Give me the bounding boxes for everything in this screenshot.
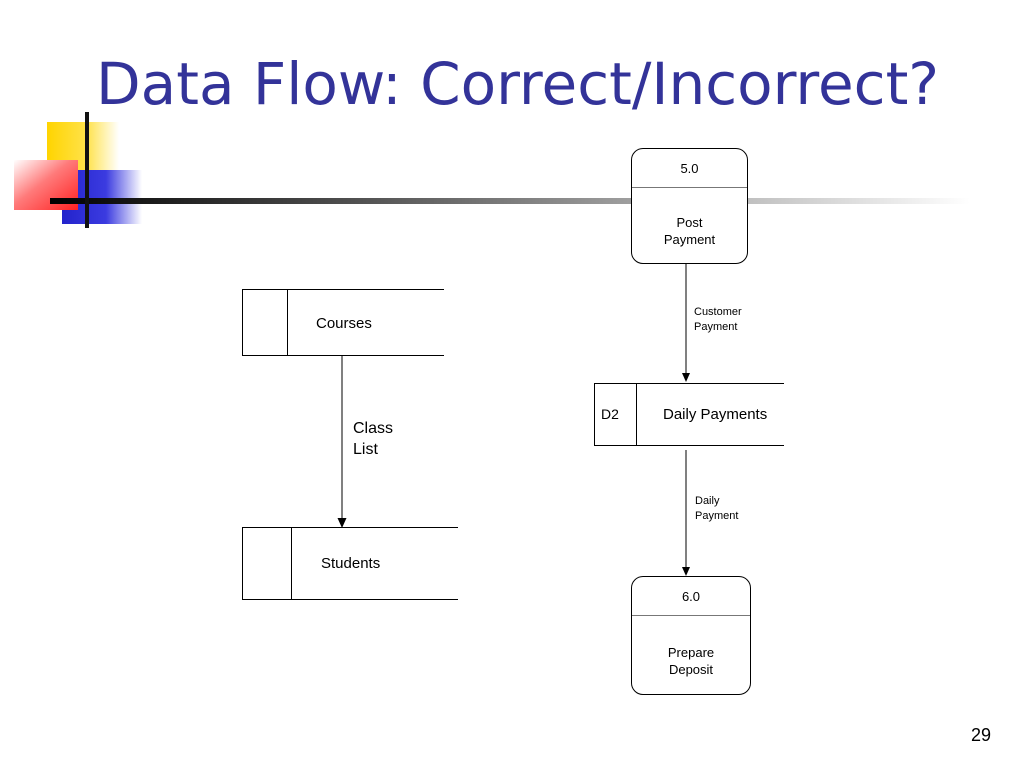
title-decoration — [14, 112, 970, 228]
process-id-area: 5.0 — [632, 149, 747, 188]
process-post-payment: 5.0 Post Payment — [631, 148, 748, 264]
yellow-square-shape — [47, 122, 119, 188]
process-id: 5.0 — [680, 161, 699, 176]
data-store-daily-payments: D2 Daily Payments — [594, 383, 784, 446]
process-prepare-deposit: 6.0 Prepare Deposit — [631, 576, 751, 695]
store-name: Daily Payments — [663, 406, 768, 423]
vertical-rule — [85, 112, 89, 228]
horizontal-rule — [50, 198, 970, 204]
store-id: D2 — [601, 406, 619, 422]
store-divider — [636, 384, 637, 445]
flow-label-daily-payment: Daily Payment — [695, 495, 739, 522]
process-name: Post Payment — [663, 215, 716, 247]
process-id-area: 6.0 — [632, 577, 750, 616]
flow-arrow-customer-payment — [682, 264, 690, 382]
process-id: 6.0 — [681, 589, 701, 604]
store-divider — [287, 290, 288, 355]
page-title: Data Flow: Correct/Incorrect? — [96, 50, 940, 118]
red-square-shape — [14, 160, 78, 210]
store-name: Students — [321, 555, 381, 572]
flow-arrow-daily-payment — [682, 450, 690, 576]
flow-label-customer-payment: Customer Payment — [694, 306, 742, 333]
store-divider — [291, 528, 292, 599]
data-store-courses: Courses — [242, 289, 444, 356]
page-number: 29 — [970, 725, 991, 745]
flow-arrow-class-list — [337, 356, 347, 528]
process-name: Prepare Deposit — [667, 645, 715, 677]
blue-square-shape — [62, 170, 142, 224]
store-name: Courses — [316, 315, 372, 332]
flow-label-class-list: Class List — [353, 420, 394, 458]
data-store-students: Students — [242, 527, 458, 600]
